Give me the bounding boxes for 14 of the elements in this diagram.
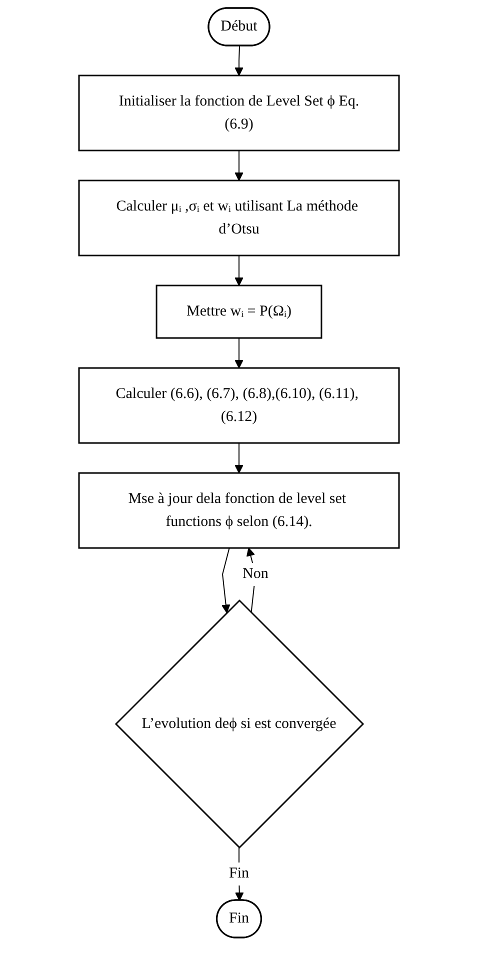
node-box: Initialiser la fonction de Level Set ϕ Eq.(6.9) bbox=[78, 74, 400, 152]
arrow bbox=[234, 442, 243, 474]
arrow bbox=[221, 548, 230, 614]
node-box: Mse à jour dela fonction de level set functions ϕ selon (6.14). bbox=[78, 472, 400, 549]
node-box: Mettre wᵢ = P(Ωᵢ) bbox=[155, 284, 322, 339]
arrow bbox=[234, 46, 243, 76]
node-diamond: L’evolution deϕ si est convergée bbox=[114, 599, 364, 849]
arrow bbox=[234, 150, 243, 181]
node-box: Calculer (6.6), (6.7), (6.8),(6.10), (6.11), (6.12) bbox=[78, 367, 400, 444]
edge-label: Non bbox=[242, 566, 268, 582]
edge-label: Fin bbox=[228, 866, 249, 882]
node-box: Calculer μᵢ ,σᵢ et wᵢ utilisant La méthode d’Otsu bbox=[78, 180, 400, 256]
arrow bbox=[234, 255, 243, 286]
arrow bbox=[234, 338, 243, 368]
